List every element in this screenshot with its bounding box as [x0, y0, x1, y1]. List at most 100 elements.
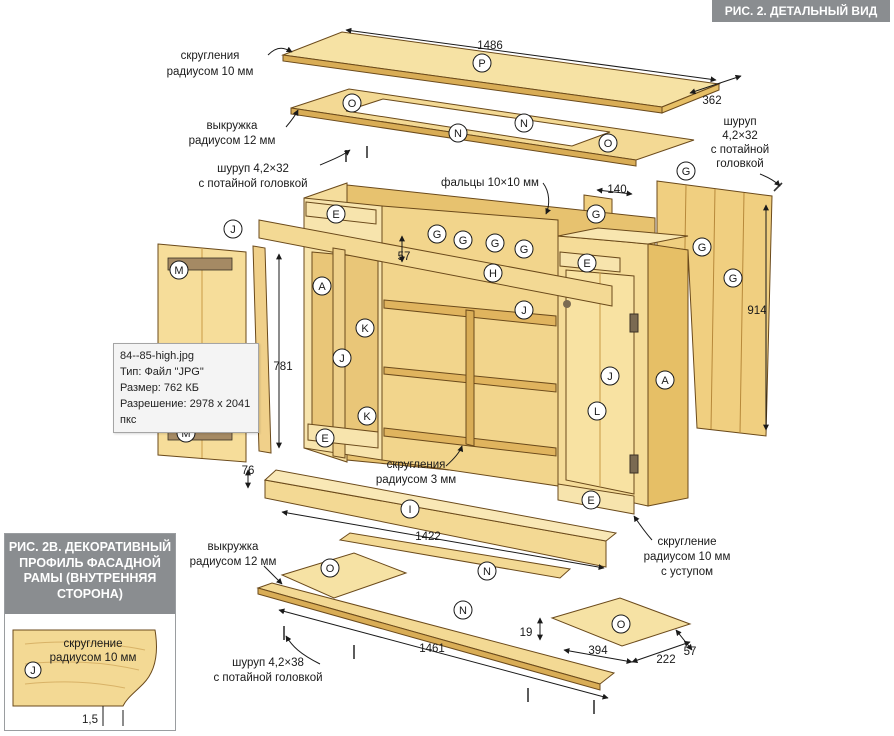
part-bubble-o2: O — [598, 133, 618, 153]
inset-title-line-2: ПРОФИЛЬ ФАСАДНОЙ — [19, 555, 161, 570]
note-center-round-1: скругления — [387, 459, 446, 471]
dim-rail-57: 57 — [398, 251, 411, 263]
note-screw-right-4: головкой — [716, 158, 763, 170]
note-screw-right-3: с потайной — [711, 144, 769, 156]
svg-text:P: P — [478, 58, 485, 70]
part-bubble-o4: O — [611, 614, 631, 634]
svg-text:G: G — [682, 166, 691, 178]
dim-bottom-length: 1461 — [419, 643, 445, 655]
svg-text:G: G — [433, 229, 442, 241]
svg-text:E: E — [321, 433, 328, 445]
svg-text:G: G — [729, 273, 738, 285]
svg-text:N: N — [520, 118, 528, 130]
svg-text:N: N — [459, 605, 467, 617]
tooltip-resolution: Разрешение: 2978 x 2041 — [120, 398, 251, 410]
part-bubble-m1: M — [169, 260, 189, 280]
part-bubble-j1: J — [223, 219, 243, 239]
svg-text:A: A — [661, 375, 669, 387]
part-bubble-e2: E — [577, 253, 597, 273]
inset-profile-drawing: J скругление радиусом 10 мм 1,5 — [12, 629, 157, 726]
part-bubble-p: P — [472, 53, 492, 73]
part-bubble-a2: A — [655, 370, 675, 390]
dimension-text: 1486 362 140 914 57 781 76 1422 1461 19 … — [242, 40, 768, 666]
dim-back-height: 914 — [747, 305, 767, 317]
part-bubble-g7: G — [485, 233, 505, 253]
part-bubble-j4: J — [600, 366, 620, 386]
part-bubble-n4: N — [453, 600, 473, 620]
svg-text:J: J — [339, 353, 345, 365]
leader-lines — [263, 46, 781, 665]
part-bubble-e4: E — [581, 490, 601, 510]
part-bubble-o3: O — [320, 558, 340, 578]
note-top-cove-2: радиусом 12 мм — [189, 135, 276, 147]
dim-rabbet-width: 140 — [607, 184, 626, 196]
part-bubble-g6: G — [453, 230, 473, 250]
part-bubble-j2: J — [514, 300, 534, 320]
part-bubble-n2: N — [448, 123, 468, 143]
note-right-round-2: радиусом 10 мм — [644, 551, 731, 563]
note-screw-bottom-2: с потайной головкой — [213, 672, 322, 684]
part-bubble-n1: N — [514, 113, 534, 133]
note-top-cove-1: выкружка — [207, 120, 259, 132]
note-center-round-2: радиусом 3 мм — [376, 474, 456, 486]
part-bubble-i: I — [400, 499, 420, 519]
note-screw-right-2: 4,2×32 — [722, 130, 758, 142]
tooltip-size: Размер: 762 КБ — [120, 382, 199, 394]
part-bubble-h: H — [483, 263, 503, 283]
cabinet-body — [258, 182, 689, 515]
svg-text:G: G — [491, 238, 500, 250]
dim-top-depth: 362 — [702, 95, 721, 107]
tooltip-units: пкс — [120, 414, 137, 426]
part-bubble-g4: G — [723, 268, 743, 288]
part-bubble-l: L — [587, 401, 607, 421]
part-bubble-g8: G — [514, 239, 534, 259]
svg-text:G: G — [459, 235, 468, 247]
svg-text:N: N — [483, 566, 491, 578]
note-text: скругления радиусом 10 мм выкружка радиу… — [167, 50, 770, 684]
dim-base-length: 1422 — [415, 531, 441, 543]
part-bubble-j3: J — [332, 348, 352, 368]
dim-top-length: 1486 — [477, 40, 503, 52]
dim-bottom-394: 394 — [588, 645, 608, 657]
dim-bottom-19: 19 — [520, 627, 533, 639]
note-screw-bottom-1: шуруп 4,2×38 — [232, 657, 304, 669]
svg-text:K: K — [363, 411, 371, 423]
svg-text:N: N — [454, 128, 462, 140]
part-bubbles: P O N N O G G G G G G G G E E E E J J J … — [169, 53, 743, 634]
part-bubble-g3: G — [692, 237, 712, 257]
svg-text:H: H — [489, 268, 497, 280]
note-screw-left-1: шуруп 4,2×32 — [217, 163, 289, 175]
tooltip-filename: 84--85-high.jpg — [120, 350, 194, 362]
part-bubble-n3: N — [477, 561, 497, 581]
note-bottom-cove-1: выкружка — [208, 541, 260, 553]
svg-text:E: E — [587, 495, 594, 507]
svg-text:K: K — [361, 323, 369, 335]
svg-text:O: O — [326, 563, 335, 575]
part-bubble-a1: A — [312, 276, 332, 296]
inset-title-line-1: РИС. 2В. ДЕКОРАТИВНЫЙ — [8, 540, 172, 554]
svg-text:G: G — [520, 244, 529, 256]
svg-text:J: J — [521, 305, 527, 317]
note-top-round-1: скругления — [181, 50, 240, 62]
note-rabbets: фальцы 10×10 мм — [441, 177, 539, 189]
note-right-round-1: скругление — [657, 536, 716, 548]
svg-text:J: J — [230, 224, 236, 236]
part-bubble-o1: O — [342, 93, 362, 113]
part-bubble-e3: E — [315, 428, 335, 448]
part-bubble-g2: G — [586, 204, 606, 224]
inset-note-1: скругление — [63, 638, 122, 650]
svg-text:G: G — [592, 209, 601, 221]
note-screw-right-1: шуруп — [723, 116, 756, 128]
part-bubble-g5: G — [427, 224, 447, 244]
inset-detail: РИС. 2В. ДЕКОРАТИВНЫЙ ПРОФИЛЬ ФАСАДНОЙ Р… — [4, 533, 176, 731]
svg-text:L: L — [594, 406, 600, 418]
dimension-lines — [245, 27, 769, 700]
part-bubble-k2: K — [357, 406, 377, 426]
svg-text:I: I — [408, 504, 411, 516]
inset-title-line-3: РАМЫ (ВНУТРЕННЯЯ — [23, 571, 157, 585]
dim-base-76: 76 — [242, 465, 255, 477]
svg-text:O: O — [348, 98, 357, 110]
tooltip-type: Тип: Файл "JPG" — [120, 366, 204, 378]
